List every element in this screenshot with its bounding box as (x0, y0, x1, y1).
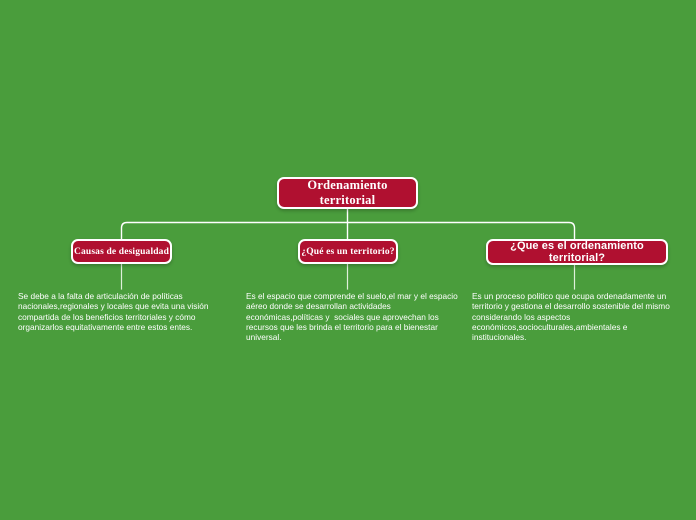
root-node-label: Ordenamiento territorial (307, 178, 388, 207)
branch-node-que-es-el-ordenamiento-territorial[interactable]: ¿Que es el ordenamiento territorial? (486, 239, 668, 265)
branch-node-label: ¿Que es el ordenamiento territorial? (510, 240, 644, 264)
root-node[interactable]: Ordenamiento territorial (277, 177, 418, 209)
branch-description-causas-de-desigualdad: Se debe a la falta de articulación de po… (18, 291, 211, 332)
branch-description-que-es-un-territorio: Es el espacio que comprende el suelo,el … (246, 291, 461, 343)
branch-node-causas-de-desigualdad[interactable]: Causas de desigualdad (71, 239, 172, 264)
branch-node-que-es-un-territorio[interactable]: ¿Qué es un territorio? (298, 239, 398, 264)
branch-node-label: ¿Qué es un territorio? (301, 246, 395, 257)
branch-node-label: Causas de desigualdad (73, 246, 169, 257)
branch-description-que-es-el-ordenamiento-territorial: Es un proceso politico que ocupa ordenad… (472, 291, 673, 343)
